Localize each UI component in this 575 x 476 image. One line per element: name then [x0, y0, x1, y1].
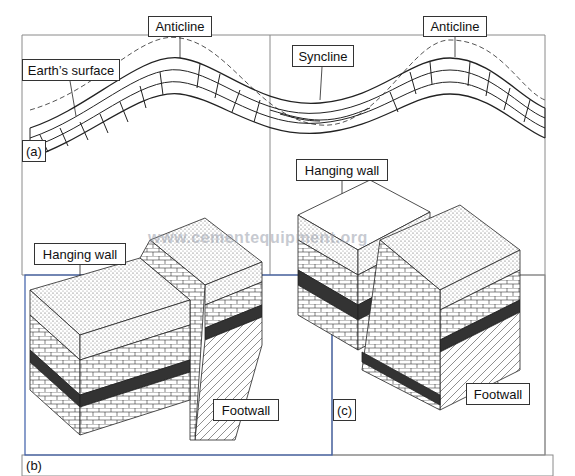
label-text: Syncline	[298, 49, 347, 64]
block-label: Hanging wall	[34, 243, 126, 265]
label-text: Hanging wall	[43, 247, 117, 262]
label-text: (b)	[26, 458, 42, 473]
surface-label: Earth’s surface	[22, 59, 120, 81]
panel-letter: (a)	[22, 140, 46, 162]
block-label: Hanging wall	[296, 159, 388, 181]
panel-letter: (b)	[22, 455, 46, 476]
label-text: Footwall	[222, 403, 270, 418]
label-text: Anticline	[430, 19, 479, 34]
panel-letter: (c)	[333, 399, 356, 421]
block-label: Footwall	[213, 399, 279, 421]
watermark: www.cementequipment.org	[148, 229, 368, 247]
reverse-fault-block	[298, 180, 520, 410]
fold-label: Anticline	[423, 16, 487, 37]
label-text: Earth’s surface	[28, 63, 114, 78]
fold-label: Anticline	[148, 16, 212, 37]
label-text: Anticline	[155, 19, 204, 34]
fold-label: Syncline	[292, 45, 354, 67]
block-label: Footwall	[466, 383, 530, 405]
label-text: (c)	[337, 403, 352, 418]
label-text: Hanging wall	[305, 163, 379, 178]
label-text: (a)	[26, 144, 42, 159]
fold-cross-section	[30, 37, 545, 158]
panel-frames	[22, 35, 553, 476]
label-text: Footwall	[474, 387, 522, 402]
